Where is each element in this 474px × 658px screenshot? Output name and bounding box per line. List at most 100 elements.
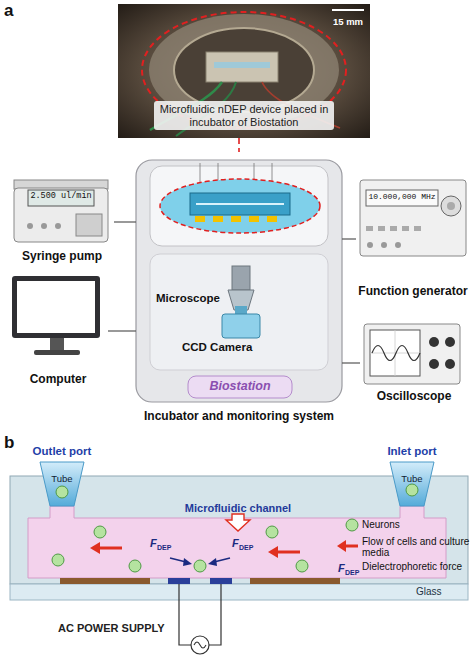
incubator-top bbox=[150, 166, 328, 246]
generator-key bbox=[366, 226, 373, 231]
incubator-body bbox=[136, 160, 342, 402]
generator-jack bbox=[381, 242, 387, 248]
force-symbol: F bbox=[338, 562, 345, 574]
force-symbol: F bbox=[150, 537, 157, 549]
microscope-objective bbox=[232, 266, 250, 290]
inlet-tube: Inlet portTube bbox=[372, 444, 452, 506]
neuron-sample bbox=[346, 519, 358, 531]
flow-arrow bbox=[276, 551, 300, 554]
flow-arrow-head bbox=[268, 546, 278, 558]
scale-bar bbox=[332, 9, 364, 11]
zoom-line bbox=[238, 138, 240, 152]
scope-grid bbox=[370, 330, 420, 376]
pump-button bbox=[55, 223, 61, 229]
legend-text: Flow of cells and culture media bbox=[362, 536, 472, 558]
generator-key bbox=[414, 226, 421, 231]
glass-substrate bbox=[10, 584, 468, 600]
electrode-pad bbox=[267, 216, 277, 222]
ccd-camera bbox=[222, 314, 260, 338]
pump-button bbox=[41, 223, 47, 229]
node-text: Outlet port bbox=[10, 445, 114, 458]
ac-sine bbox=[194, 642, 206, 648]
pump-body bbox=[14, 188, 108, 242]
chip-cross-section bbox=[10, 462, 468, 654]
flow-sample-head bbox=[337, 540, 346, 552]
monitor-stand bbox=[50, 338, 64, 350]
legend-sample bbox=[336, 536, 360, 552]
generator-jack bbox=[395, 242, 401, 248]
photo-chip bbox=[206, 52, 278, 82]
pump-button bbox=[27, 223, 33, 229]
incubator-drawing bbox=[136, 160, 342, 402]
electrode bbox=[210, 578, 232, 584]
neuron bbox=[52, 554, 64, 566]
neuron bbox=[94, 526, 106, 538]
monitor-base bbox=[34, 350, 80, 355]
generator-body bbox=[360, 180, 466, 256]
node-text: Biostation bbox=[188, 379, 292, 393]
scope-trace bbox=[372, 346, 420, 361]
ac-source bbox=[191, 636, 209, 654]
node-text: 10.000,000 MHz bbox=[366, 192, 438, 201]
electrode-pad bbox=[213, 216, 223, 222]
node-text-secondary: Function generator bbox=[352, 285, 474, 299]
scope-screen bbox=[370, 330, 420, 376]
neuron bbox=[296, 560, 308, 572]
node-text-secondary: Syringe pump bbox=[10, 250, 114, 264]
neuron bbox=[56, 486, 68, 498]
cable-line bbox=[108, 330, 136, 331]
cable-line bbox=[342, 238, 356, 239]
device-photo bbox=[118, 4, 370, 138]
chip-body bbox=[190, 193, 290, 215]
legend-text: Dielectrophoretic force bbox=[362, 561, 472, 572]
pump-display bbox=[28, 190, 94, 206]
incubator-front bbox=[150, 254, 328, 370]
node-text: Microfluidic channel bbox=[168, 502, 308, 515]
force-symbol: F bbox=[232, 537, 239, 549]
part-name: Microscope bbox=[156, 292, 220, 305]
scope-knob bbox=[445, 359, 455, 369]
force-subscript: DEP bbox=[239, 544, 253, 552]
neuron bbox=[194, 560, 206, 572]
oscilloscope: Oscilloscope bbox=[360, 318, 468, 408]
flow-arrow bbox=[98, 547, 122, 550]
function-generator-drawing bbox=[360, 180, 466, 256]
syringe-pump: 2.500 ul/minSyringe pump bbox=[10, 176, 114, 268]
node-text: Oscilloscope bbox=[360, 390, 468, 404]
generator-jack bbox=[367, 242, 373, 248]
outlet-tube: Outlet portTube bbox=[22, 444, 102, 506]
monitor-screen bbox=[17, 281, 95, 333]
panel-letter: b bbox=[4, 434, 14, 453]
generator-key bbox=[402, 226, 409, 231]
node-text-secondary: Microfluidic nDEP device placed in incub… bbox=[154, 101, 334, 130]
generator-knob-center bbox=[447, 202, 455, 210]
electrode bbox=[250, 578, 340, 584]
oscilloscope-drawing bbox=[364, 324, 460, 384]
legend-text: Neurons bbox=[362, 519, 472, 530]
legend-row: Flow of cells and culture media bbox=[336, 536, 472, 560]
brand-badge bbox=[188, 376, 292, 398]
photo-background bbox=[118, 4, 370, 138]
node-text-secondary: Tube bbox=[372, 474, 452, 485]
chip-window bbox=[160, 179, 320, 233]
force-arrow-head bbox=[183, 558, 192, 566]
computer-drawing bbox=[12, 276, 100, 355]
neuron bbox=[129, 560, 141, 572]
scope-knob bbox=[445, 337, 455, 347]
neuron bbox=[266, 526, 278, 538]
scope-knob bbox=[429, 359, 439, 369]
force-subscript: DEP bbox=[157, 544, 171, 552]
chip-channel bbox=[196, 203, 284, 205]
flow-arrow-head bbox=[90, 542, 100, 554]
generator-key bbox=[378, 226, 385, 231]
layer-name: Glass bbox=[416, 586, 442, 597]
flow-sample bbox=[344, 545, 358, 548]
panel-letter: a bbox=[4, 2, 13, 21]
cable-line bbox=[342, 362, 360, 363]
function-generator: 10.000,000 MHzFunction generator bbox=[356, 175, 470, 303]
node-text-secondary: Tube bbox=[22, 474, 102, 485]
